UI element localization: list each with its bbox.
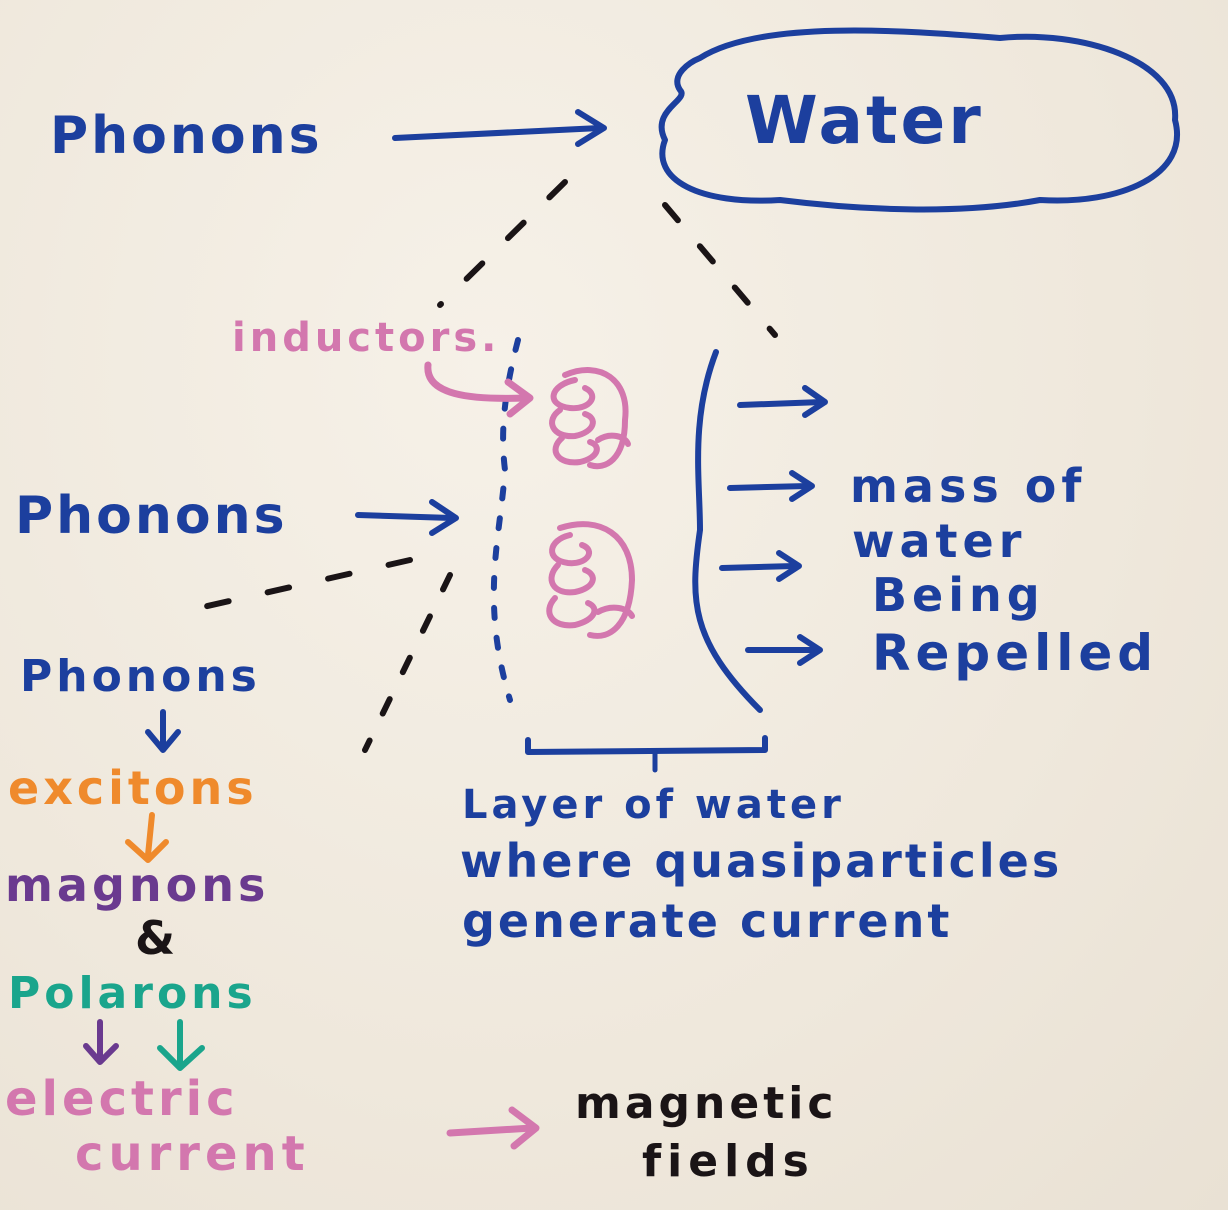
electric-label-line2: current <box>75 1126 310 1182</box>
mass-label-line4: Repelled <box>872 624 1159 682</box>
repel-arrow-3 <box>719 550 802 582</box>
arrow-phonons-to-layer <box>355 499 459 536</box>
magnons-label: magnons <box>5 858 270 912</box>
arrow-inductors-pointer <box>424 361 534 418</box>
electric-label-line1: electric <box>5 1071 239 1127</box>
dashed-line-lower-left <box>187 557 413 613</box>
arrow-current-to-magnetic <box>446 1106 540 1150</box>
water-label: Water <box>745 82 984 159</box>
repel-arrow-1 <box>737 385 828 418</box>
mass-label-line2: water <box>852 514 1027 568</box>
arrow-magnons-to-electric <box>83 1019 119 1065</box>
magnetic-label-line2: fields <box>642 1136 815 1187</box>
repel-arrow-4 <box>745 634 823 666</box>
dashed-line-right <box>662 202 778 338</box>
inductor-coil-icon-1 <box>549 367 631 470</box>
excitons-label: excitons <box>8 761 258 815</box>
layer-boundary-dotted <box>490 337 521 703</box>
dashed-line-left <box>437 179 568 308</box>
phonons-top-label: Phonons <box>50 106 323 166</box>
repel-arrow-2 <box>727 470 815 502</box>
arrow-phonons-to-water <box>392 109 607 147</box>
mass-label-line1: mass of <box>850 459 1087 513</box>
layer-wall-line <box>692 349 763 713</box>
magnetic-label-line1: magnetic <box>575 1078 838 1129</box>
layer-label-line3: generate current <box>462 894 953 948</box>
layer-label-line2: where quasiparticles <box>460 834 1063 888</box>
arrow-phonons-to-excitons <box>145 709 181 753</box>
polarons-label: Polarons <box>8 968 257 1019</box>
layer-bracket <box>525 735 768 773</box>
inductors-label: inductors. <box>232 315 501 361</box>
water-cloud-shape <box>658 27 1180 213</box>
ampersand-label: & <box>135 911 179 965</box>
dashed-line-diagonal <box>362 572 453 753</box>
inductor-coil-icon-2 <box>546 521 636 639</box>
layer-label-line1: Layer of water <box>462 782 845 828</box>
phonons-mid-label: Phonons <box>15 486 288 546</box>
arrow-polarons-to-electric <box>157 1019 205 1071</box>
arrow-excitons-to-magnons <box>125 812 169 863</box>
chain-phonons-label: Phonons <box>20 651 261 702</box>
mass-label-line3: Being <box>872 568 1045 622</box>
